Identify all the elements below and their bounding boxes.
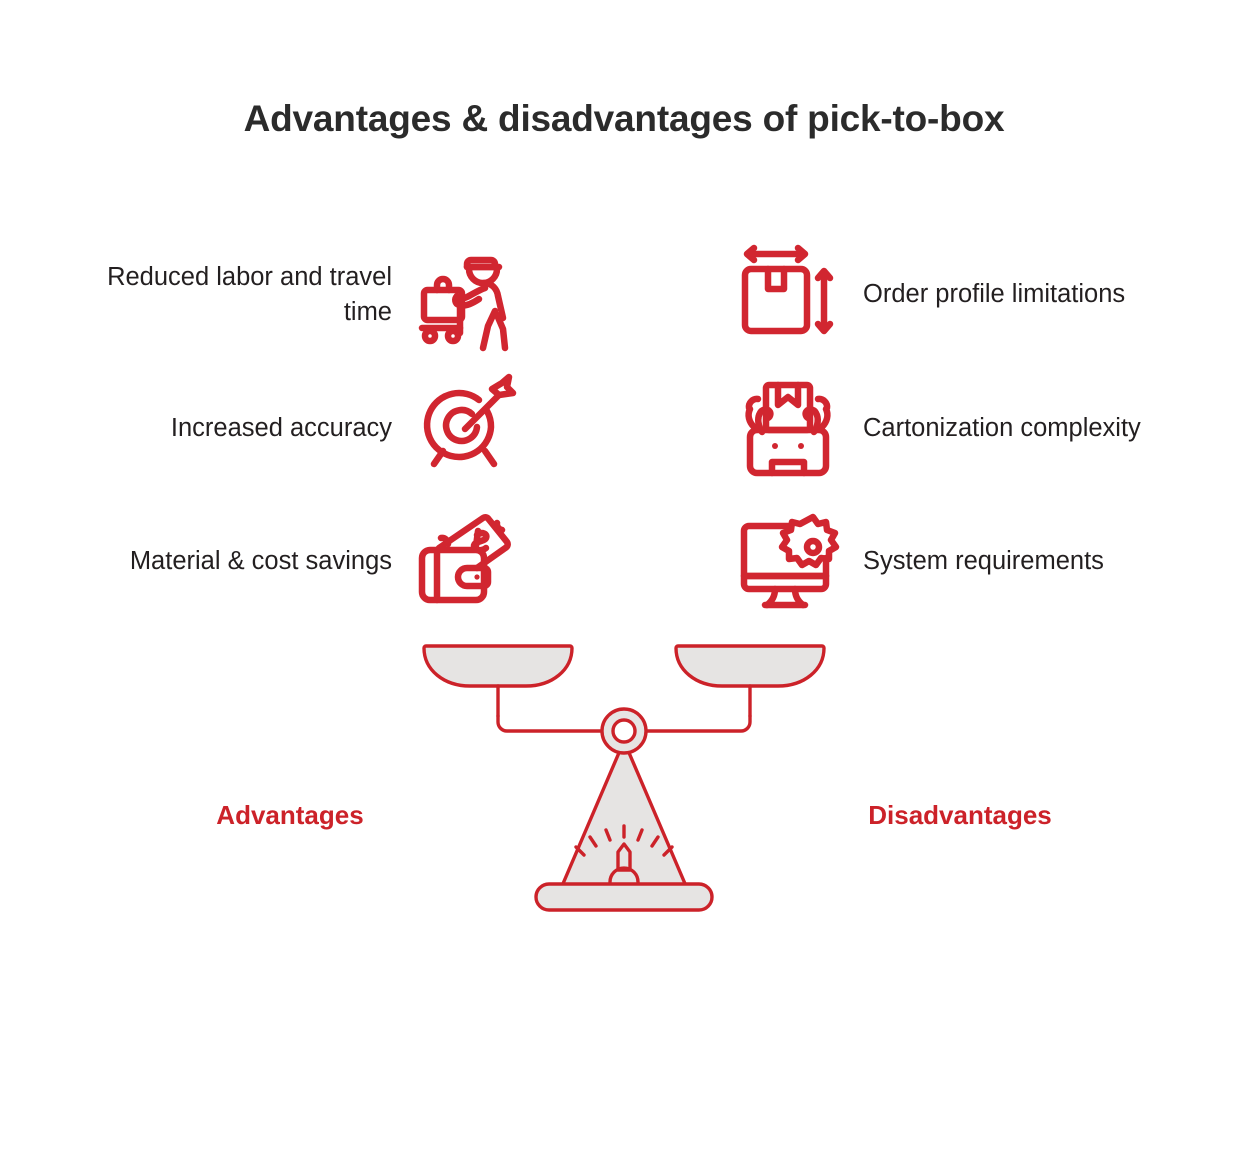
advantage-item-1-label: Reduced labor and travel time <box>107 262 392 326</box>
robot-carton-icon <box>735 377 841 481</box>
scale-needle <box>616 842 632 872</box>
wallet-cash-icon <box>414 510 520 614</box>
disadvantage-item-2: Cartonization complexity <box>735 377 1205 481</box>
advantage-item-3-label: Material & cost savings <box>129 547 392 576</box>
advantage-item-2-label: Increased accuracy <box>170 414 392 443</box>
advantage-item-3: Material & cost savings <box>60 506 520 618</box>
disadvantage-item-3-label: System requirements <box>863 547 1104 576</box>
target-arrow-icon <box>414 373 520 481</box>
disadvantage-item-1-label: Order profile limitations <box>863 280 1126 309</box>
advantage-item-1: Reduced labor and travel time <box>60 240 520 352</box>
disadvantages-label: Disadvantages <box>868 800 1052 830</box>
advantages-label: Advantages <box>216 800 364 830</box>
monitor-gear-icon <box>735 510 841 614</box>
disadvantage-item-1: Order profile limitations <box>735 240 1205 350</box>
balance-scale-illustration <box>0 628 1248 928</box>
worker-pushing-cart-icon <box>414 243 520 352</box>
page-title: Advantages & disadvantages of pick-to-bo… <box>243 98 1005 139</box>
disadvantage-item-3: System requirements <box>735 506 1205 618</box>
disadvantage-item-2-label: Cartonization complexity <box>863 414 1141 443</box>
left-pan <box>422 644 574 688</box>
right-pan <box>674 644 826 688</box>
scale-base-triangle <box>560 739 688 888</box>
scale-foot <box>534 882 714 912</box>
box-dimensions-icon <box>735 243 841 347</box>
advantage-item-2: Increased accuracy <box>60 373 520 481</box>
